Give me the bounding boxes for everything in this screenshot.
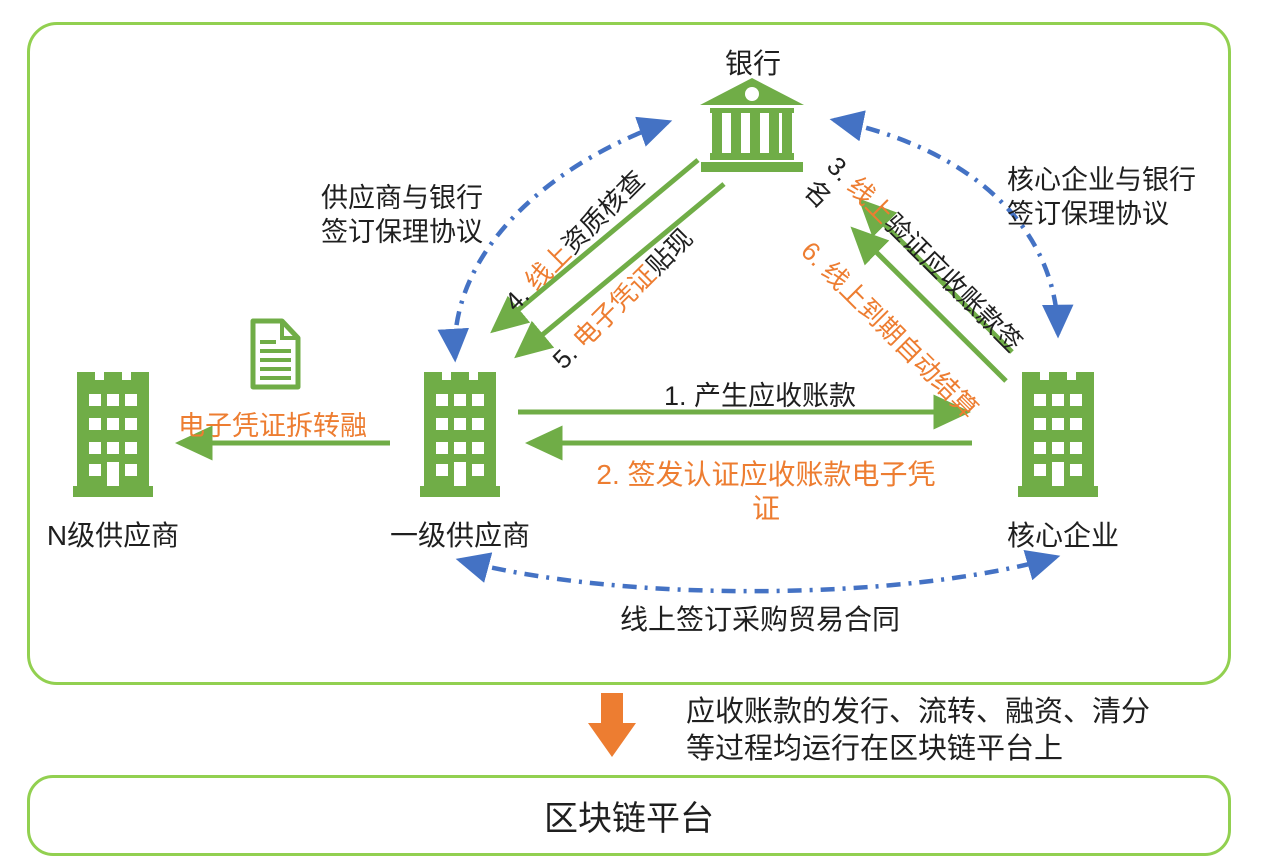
first-supplier-label: 一级供应商 xyxy=(389,520,530,551)
bank-label: 银行 xyxy=(724,48,781,79)
transfer-label: 电子凭证拆转融 xyxy=(178,411,367,441)
step1-label: 1. 产生应收账款 xyxy=(663,381,857,411)
blockchain-platform-bar: 区块链平台 xyxy=(27,775,1231,856)
purchase-contract-label: 线上签订采购贸易合同 xyxy=(620,604,901,635)
left-agreement-note: 供应商与银行 签订保理协议 xyxy=(321,183,483,247)
diagram-frame xyxy=(27,22,1231,685)
core-enterprise-label: 核心企业 xyxy=(1006,520,1119,551)
n-supplier-label: N级供应商 xyxy=(46,520,180,551)
platform-title: 区块链平台 xyxy=(544,800,714,838)
blockchain-note: 应收账款的发行、流转、融资、清分 等过程均运行在区块链平台上 xyxy=(686,696,1151,765)
step2-label: 2. 签发认证应收账款电子凭证 xyxy=(596,459,936,524)
down-arrow-icon xyxy=(588,693,636,757)
right-agreement-note: 核心企业与银行 签订保理协议 xyxy=(1007,165,1196,229)
